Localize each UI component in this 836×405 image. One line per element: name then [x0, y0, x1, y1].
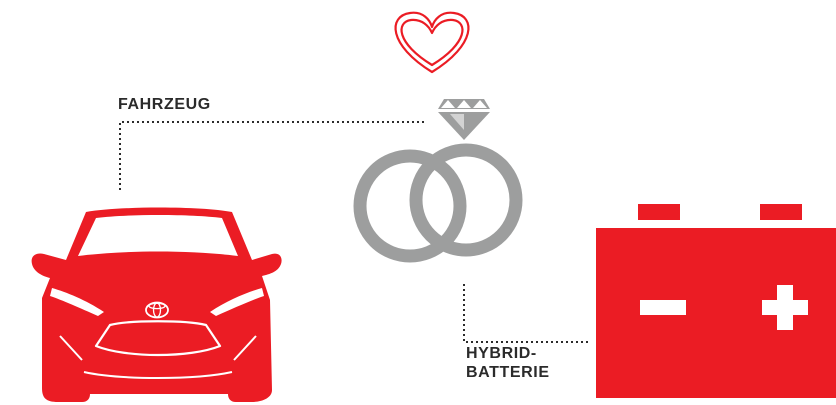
vehicle-label: FAHRZEUG: [118, 96, 211, 113]
minus-sign-icon: [640, 300, 686, 315]
diamond-icon: [438, 99, 490, 140]
wedding-rings-icon: [353, 143, 523, 263]
plus-sign-icon: [762, 285, 808, 330]
car-front-icon: [31, 207, 282, 402]
battery-connector: [463, 284, 590, 343]
heart-outline-icon: [394, 11, 470, 74]
hybrid-battery-label-line1: HYBRID-: [466, 345, 537, 362]
battery-icon: [596, 204, 836, 398]
vehicle-connector: [119, 121, 426, 190]
hybrid-battery-label: HYBRID- BATTERIE: [466, 344, 550, 382]
hybrid-battery-label-line2: BATTERIE: [466, 364, 550, 381]
